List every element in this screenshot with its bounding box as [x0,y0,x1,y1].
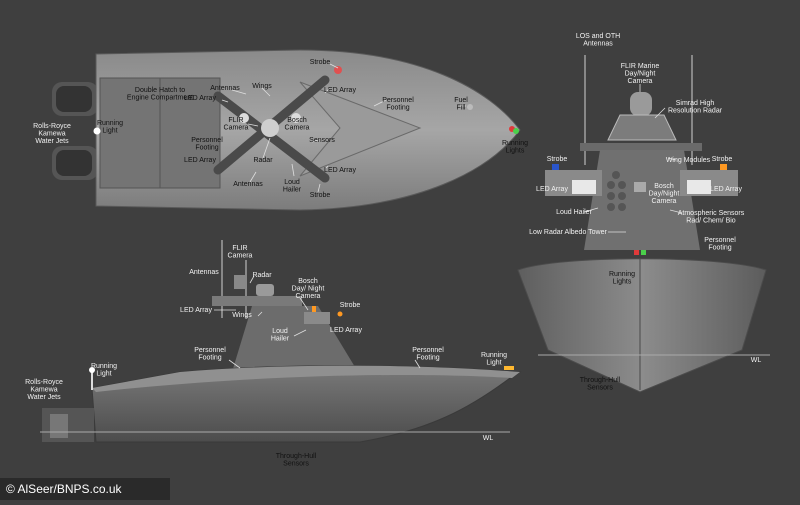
side-view [40,240,522,443]
side-view-label-led-array-2: LED Array [330,327,362,334]
top-view-label-led-array-4: LED Array [324,167,356,174]
front-view-label-low-radar: Low Radar Albedo Tower [529,229,607,236]
top-view-label-radar: Radar [253,157,273,164]
front-view-label-led-r: LED Array [710,186,742,193]
water-jets-side [42,408,94,442]
top-view-label-led-array-2: LED Array [324,87,356,94]
flir-marine-camera [630,92,652,116]
front-hull [517,258,767,393]
side-view-label-led-array-1: LED Array [180,307,212,314]
top-view-label-antennas-2: Antennas [233,181,263,188]
side-view-label-radar: Radar [252,272,272,279]
loud-hailer-front [607,171,626,211]
top-view-label-antennas-1: Antennas [210,85,240,92]
top-view-label-strobe-1: Strobe [310,59,331,66]
top-view-label-led-array-3: LED Array [184,157,216,164]
top-view-label-strobe-2: Strobe [310,192,331,199]
top-view-label-led-array-1: LED Array [184,95,216,102]
front-view-label-loud-hailer: Loud Hailer [556,209,592,216]
bow-chevron [299,81,422,177]
front-view-label-strobe-l: Strobe [547,156,568,163]
photo-credit: © AlSeer/BNPS.co.uk [0,478,170,500]
tower-center [261,119,279,137]
front-view-label-strobe-r: Strobe [712,156,733,163]
front-view-label-wing-modules: Wing Modules [666,157,711,164]
leader-lines [214,63,683,369]
side-view-label-antennas: Antennas [189,269,219,276]
top-view-label-wings: Wings [252,83,272,90]
top-view [52,49,521,211]
front-view-label-led-l: LED Array [536,186,568,193]
side-view-label-wl: WL [483,435,494,442]
front-view [517,55,770,393]
front-view-label-wl: WL [751,357,762,364]
running-light-top [93,127,101,135]
side-view-label-strobe: Strobe [340,302,361,309]
simrad-radar [607,114,677,141]
top-view-label-sensors: Sensors [309,137,335,144]
water-jets-top [52,82,98,180]
side-view-label-wings: Wings [232,312,252,319]
